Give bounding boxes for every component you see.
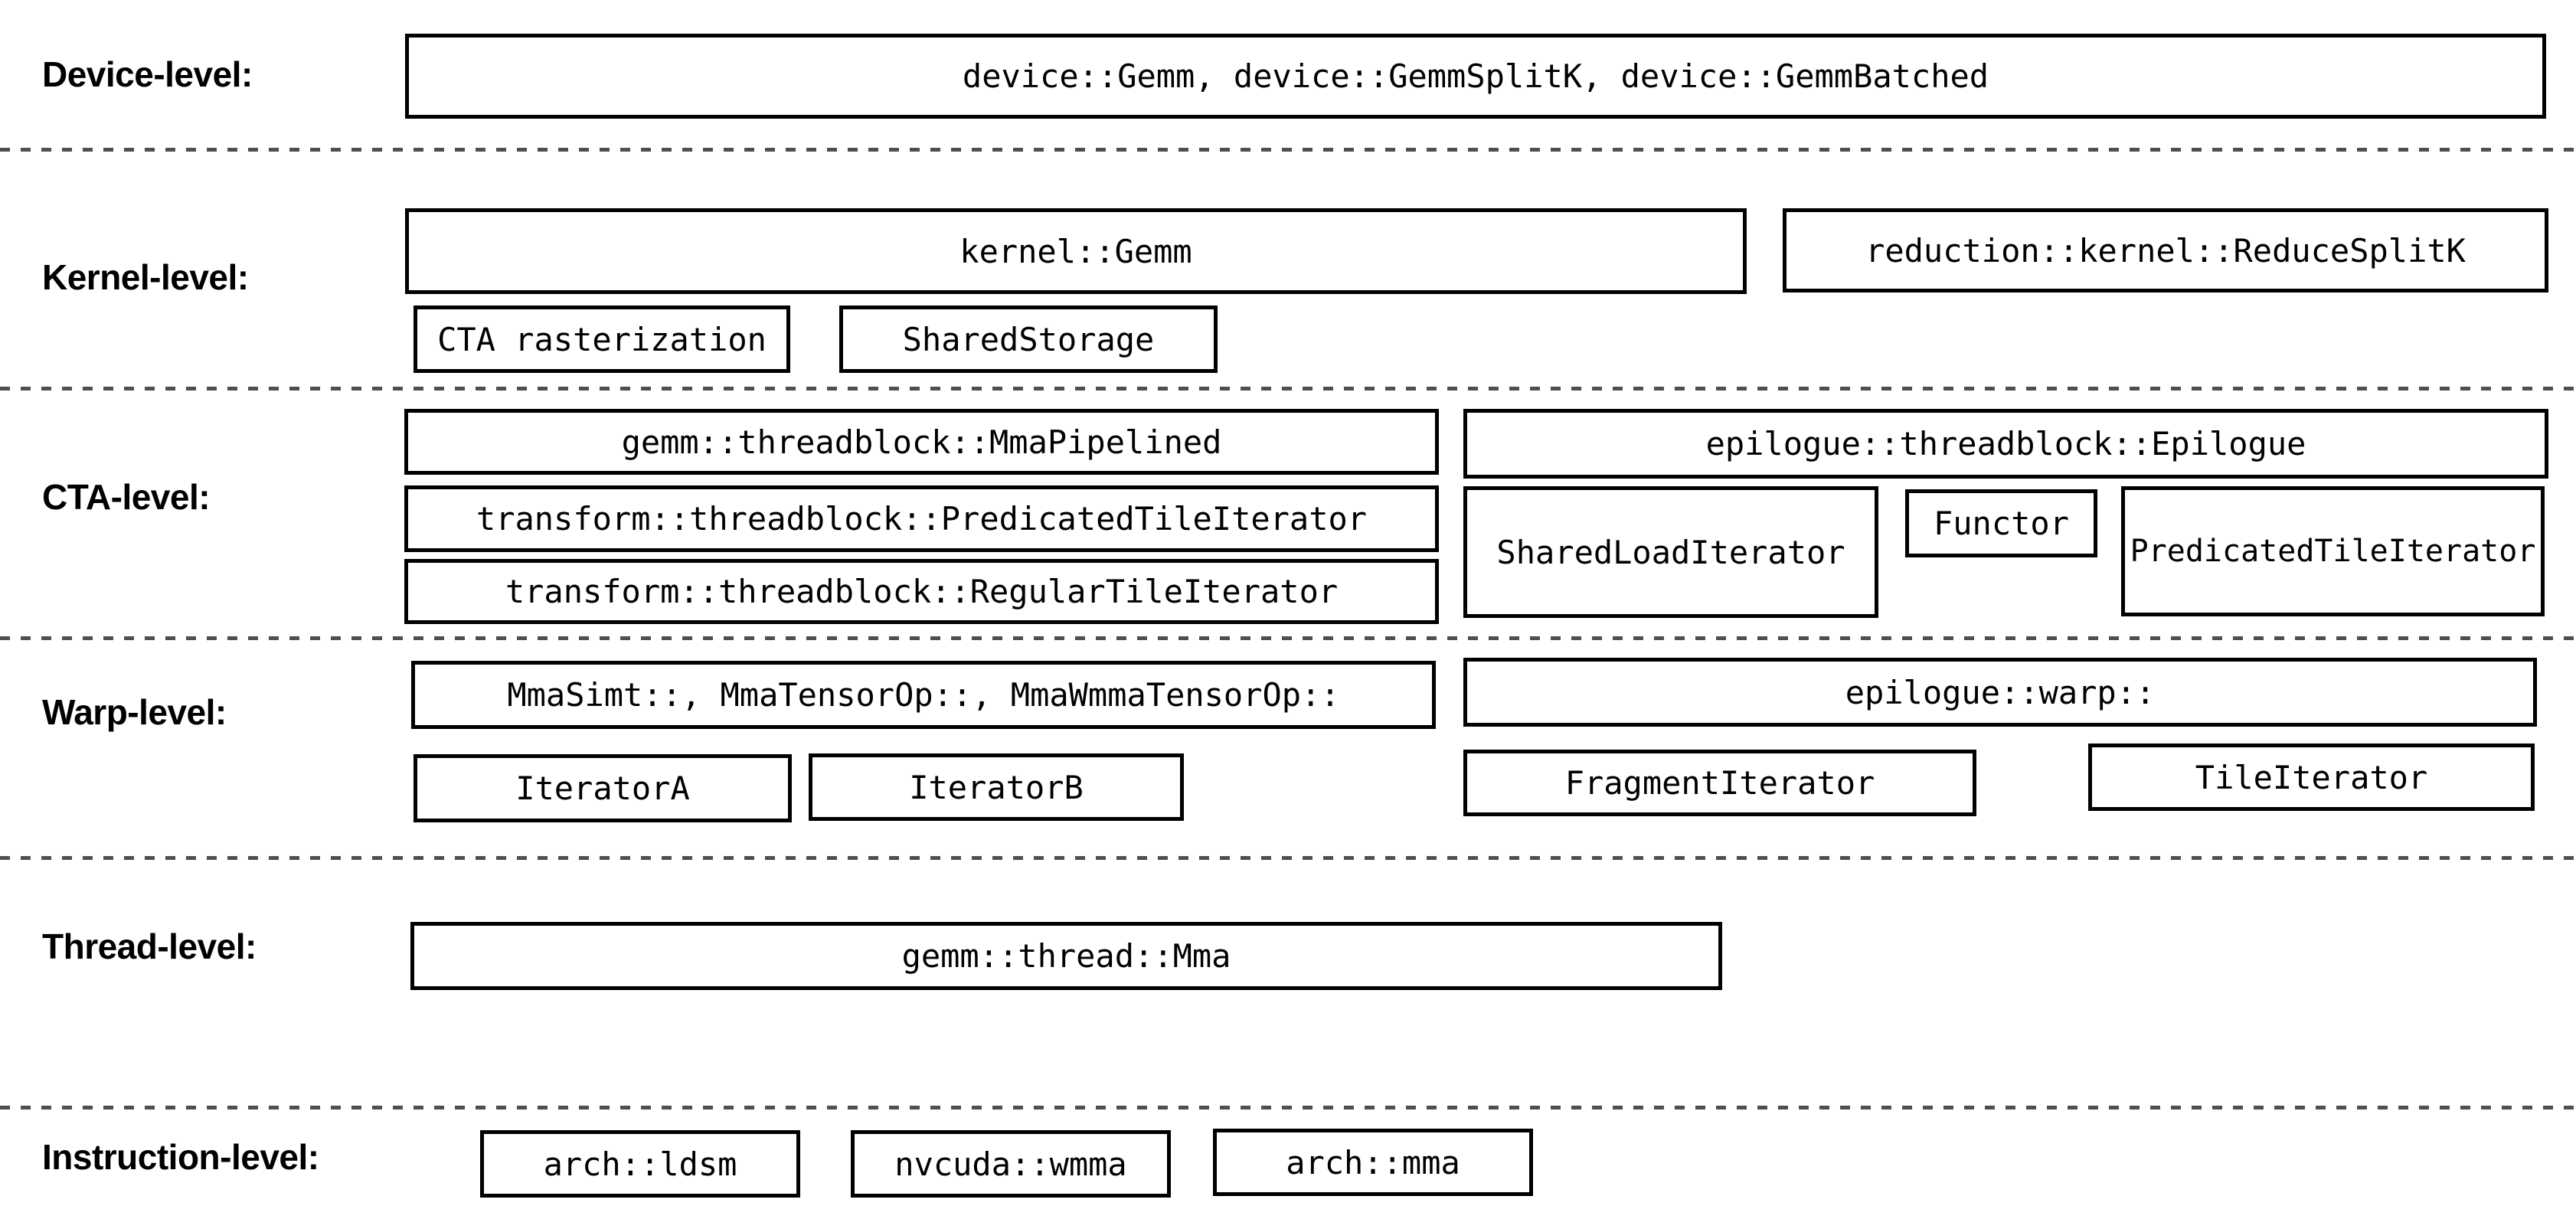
mma-pipelined-box: gemm::threadblock::MmaPipelined — [404, 409, 1439, 475]
shared-load-iterator-box: SharedLoadIterator — [1463, 486, 1878, 618]
epilogue-threadblock-box: epilogue::threadblock::Epilogue — [1463, 409, 2548, 479]
nvcuda-wmma-box: nvcuda::wmma — [851, 1130, 1171, 1198]
iterator-b-box: IteratorB — [809, 753, 1184, 821]
regular-tile-iterator-box: transform::threadblock::RegularTileItera… — [404, 559, 1439, 624]
device-level-label: Device-level: — [42, 54, 253, 94]
predicated-tile-iterator-box: PredicatedTileIterator — [2121, 486, 2545, 616]
divider-device-kernel — [0, 148, 2576, 152]
shared-storage-box: SharedStorage — [839, 306, 1218, 373]
arch-ldsm-box: arch::ldsm — [480, 1130, 800, 1198]
tile-iterator-box: TileIterator — [2088, 743, 2535, 811]
transform-predicated-tile-iterator-box: transform::threadblock::PredicatedTileIt… — [404, 485, 1439, 552]
divider-warp-thread — [0, 856, 2576, 860]
reduce-splitk-box: reduction::kernel::ReduceSplitK — [1783, 208, 2548, 292]
kernel-level-label: Kernel-level: — [42, 257, 249, 297]
iterator-a-box: IteratorA — [414, 754, 792, 822]
instruction-level-label: Instruction-level: — [42, 1137, 319, 1177]
cta-level-label: CTA-level: — [42, 477, 211, 517]
thread-mma-box: gemm::thread::Mma — [410, 922, 1722, 990]
arch-mma-box: arch::mma — [1213, 1129, 1533, 1196]
thread-level-label: Thread-level: — [42, 927, 257, 966]
divider-cta-warp — [0, 636, 2576, 640]
warp-level-label: Warp-level: — [42, 692, 227, 732]
divider-kernel-cta — [0, 387, 2576, 391]
fragment-iterator-box: FragmentIterator — [1463, 750, 1976, 816]
device-gemm-box: device::Gemm, device::GemmSplitK, device… — [405, 34, 2546, 119]
divider-thread-instruction — [0, 1106, 2576, 1110]
functor-box: Functor — [1905, 489, 2097, 557]
warp-mma-box: MmaSimt::, MmaTensorOp::, MmaWmmaTensorO… — [411, 661, 1436, 729]
kernel-gemm-box: kernel::Gemm — [405, 208, 1747, 294]
cta-rasterization-box: CTA rasterization — [414, 306, 790, 373]
epilogue-warp-box: epilogue::warp:: — [1463, 658, 2537, 727]
